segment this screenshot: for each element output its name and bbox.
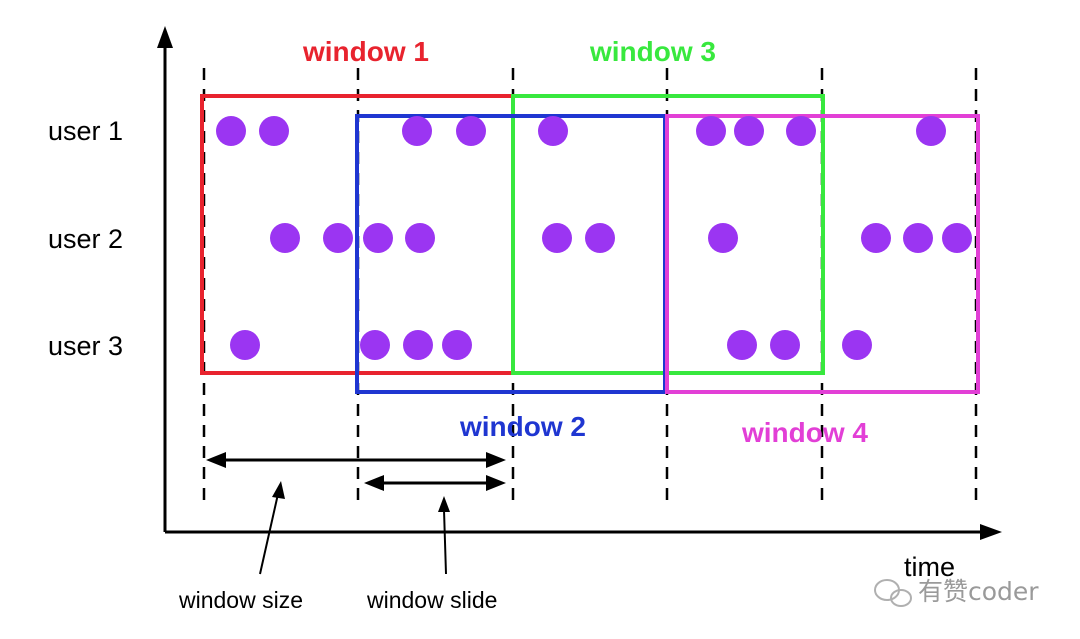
event-dot: [542, 223, 572, 253]
annotation-pointers: [259, 481, 450, 575]
event-dot: [903, 223, 933, 253]
x-axis-arrow: [980, 524, 1002, 540]
window-4-label: window 4: [741, 417, 868, 448]
x-axis-label: time: [904, 552, 955, 582]
watermark-text: 有赞coder: [918, 577, 1039, 606]
event-dot: [861, 223, 891, 253]
event-dot: [916, 116, 946, 146]
measure-arrows: [206, 452, 506, 491]
events-user-2: [270, 223, 972, 253]
event-dot: [727, 330, 757, 360]
events: [216, 116, 972, 360]
user-label-3: user 3: [48, 331, 123, 361]
watermark: 有赞coder: [874, 577, 1039, 607]
wechat-icon: [874, 579, 912, 607]
event-dot: [402, 116, 432, 146]
user-labels: user 1 user 2 user 3: [48, 116, 123, 361]
window-2-label: window 2: [459, 411, 586, 442]
event-dot: [770, 330, 800, 360]
event-dot: [360, 330, 390, 360]
y-axis-arrow: [157, 26, 173, 48]
event-dot: [842, 330, 872, 360]
event-dot: [585, 223, 615, 253]
user-label-2: user 2: [48, 224, 123, 254]
event-dot: [363, 223, 393, 253]
event-dot: [323, 223, 353, 253]
event-dot: [708, 223, 738, 253]
window-4-rect: [665, 114, 980, 394]
user-label-1: user 1: [48, 116, 123, 146]
event-dot: [403, 330, 433, 360]
axes: time: [157, 26, 1002, 582]
windows: [200, 94, 980, 394]
window-slide-label: window slide: [366, 587, 497, 613]
window-size-label: window size: [178, 587, 303, 613]
window-3-label: window 3: [589, 36, 716, 67]
window-1-label: window 1: [302, 36, 429, 67]
event-dot: [538, 116, 568, 146]
event-dot: [405, 223, 435, 253]
window-size-arrow: [206, 452, 506, 468]
event-dot: [786, 116, 816, 146]
event-dot: [942, 223, 972, 253]
window-labels: window 1 window 3 window 2 window 4: [302, 36, 868, 448]
event-dot: [456, 116, 486, 146]
event-dot: [270, 223, 300, 253]
event-dot: [230, 330, 260, 360]
window-slide-pointer: [438, 496, 450, 575]
event-dot: [259, 116, 289, 146]
event-dot: [442, 330, 472, 360]
event-dot: [734, 116, 764, 146]
window-slide-arrow: [364, 475, 506, 491]
event-dot: [216, 116, 246, 146]
events-user-3: [230, 330, 872, 360]
event-dot: [696, 116, 726, 146]
events-user-1: [216, 116, 946, 146]
window-size-pointer: [259, 481, 285, 575]
